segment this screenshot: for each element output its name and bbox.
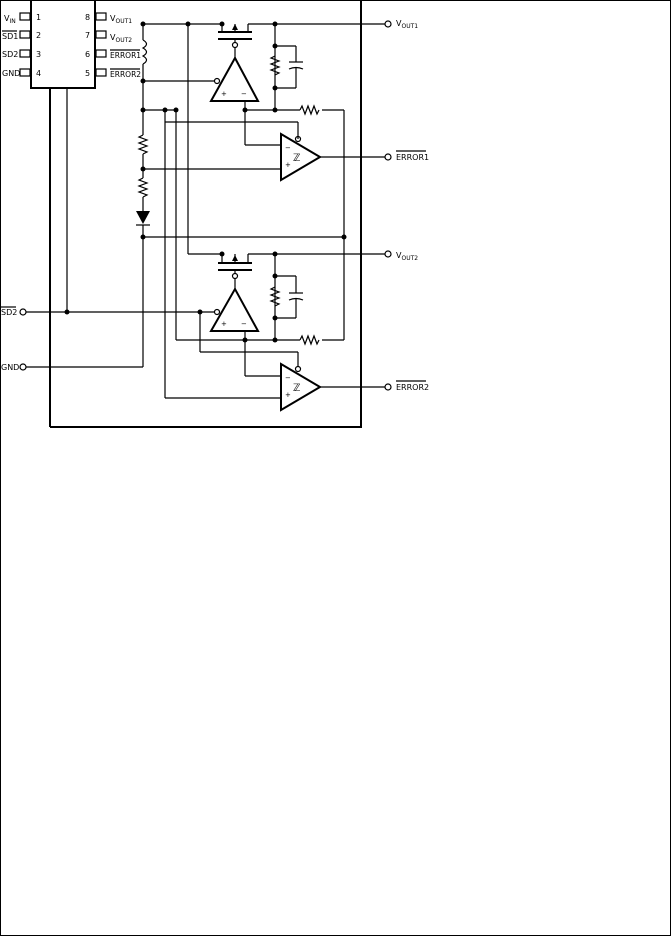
bias-resistor-top xyxy=(137,134,149,155)
feedback-resistor-2 xyxy=(299,334,320,346)
sd2-terminal xyxy=(19,308,27,316)
amp1-minus: − xyxy=(241,90,247,98)
resistor-esr-1 xyxy=(269,55,281,76)
pin-8-pad xyxy=(95,12,107,21)
pin-3-number: 3 xyxy=(36,50,41,59)
error1-terminal xyxy=(384,153,392,161)
pin-4-number: 4 xyxy=(36,69,41,78)
gnd-terminal xyxy=(19,363,27,371)
pin-3-label: SD2 xyxy=(2,50,18,59)
pin-7-pad xyxy=(95,30,107,39)
chip-outline xyxy=(50,0,362,428)
vout1-terminal xyxy=(384,20,392,28)
vout2-label: VOUT2 xyxy=(396,251,418,262)
comparator-1 xyxy=(280,132,322,182)
pin-2-pad xyxy=(19,30,31,39)
pin-1-label: VIN xyxy=(4,14,16,25)
amp1-plus: + xyxy=(221,90,227,98)
error-amplifier-1 xyxy=(209,55,260,102)
comp2-hysteresis: ℤ xyxy=(293,383,300,394)
vout2-terminal xyxy=(384,250,392,258)
amp2-plus: + xyxy=(221,320,227,328)
pin-7-label: VOUT2 xyxy=(110,33,132,44)
comparator-2 xyxy=(280,362,322,412)
error2-label: ERROR2 xyxy=(396,383,429,392)
pin-4-pad xyxy=(19,68,31,77)
pin-1-pad xyxy=(19,12,31,21)
error1-label: ERROR1 xyxy=(396,153,429,162)
comp1-minus: − xyxy=(285,144,291,152)
pin-8-number: 8 xyxy=(85,13,90,22)
pin-5-label: ERROR2 xyxy=(110,70,141,79)
vout1-label: VOUT1 xyxy=(396,19,418,30)
pin-2-number: 2 xyxy=(36,31,41,40)
pin-8-label: VOUT1 xyxy=(110,14,132,25)
inductor-coil xyxy=(141,39,148,65)
pin-5-number: 5 xyxy=(85,69,90,78)
pin-2-label: SD1 xyxy=(2,32,18,41)
sd2-label: SD2 xyxy=(1,308,17,317)
pass-transistor-1 xyxy=(218,23,275,49)
pin-5-pad xyxy=(95,68,107,77)
package-body xyxy=(30,0,96,89)
gnd-label: GND xyxy=(1,363,19,372)
amp2-minus: − xyxy=(241,320,247,328)
bias-resistor-bottom xyxy=(137,177,149,198)
reference-diode xyxy=(136,211,150,224)
pin-4-label: GND xyxy=(2,69,20,78)
regulator-2: VOUT2 + − SD2 − + ℤ xyxy=(1,250,429,412)
ic-package: VIN SD1 SD2 GND 1 2 3 4 8 7 6 5 VOUT1 VO… xyxy=(2,0,141,427)
pass-transistor-2 xyxy=(218,253,275,280)
pin-6-label: ERROR1 xyxy=(110,51,141,60)
pin-6-pad xyxy=(95,49,107,58)
comp1-hysteresis: ℤ xyxy=(293,153,300,164)
feedback-resistor-1 xyxy=(299,104,320,116)
error2-terminal xyxy=(384,383,392,391)
inverting-bubble xyxy=(231,41,239,49)
pin-1-number: 1 xyxy=(36,13,41,22)
comp2-minus: − xyxy=(285,374,291,382)
pin-6-number: 6 xyxy=(85,50,90,59)
pin-7-number: 7 xyxy=(85,31,90,40)
regulator-1: VOUT1 + − − + ℤ ERROR1 xyxy=(140,19,429,340)
resistor-esr-2 xyxy=(269,286,281,307)
comp2-plus: + xyxy=(285,391,291,399)
bias-network xyxy=(136,24,347,398)
comp1-plus: + xyxy=(285,161,291,169)
error-amplifier-2 xyxy=(209,286,260,332)
pin-3-pad xyxy=(19,49,31,58)
